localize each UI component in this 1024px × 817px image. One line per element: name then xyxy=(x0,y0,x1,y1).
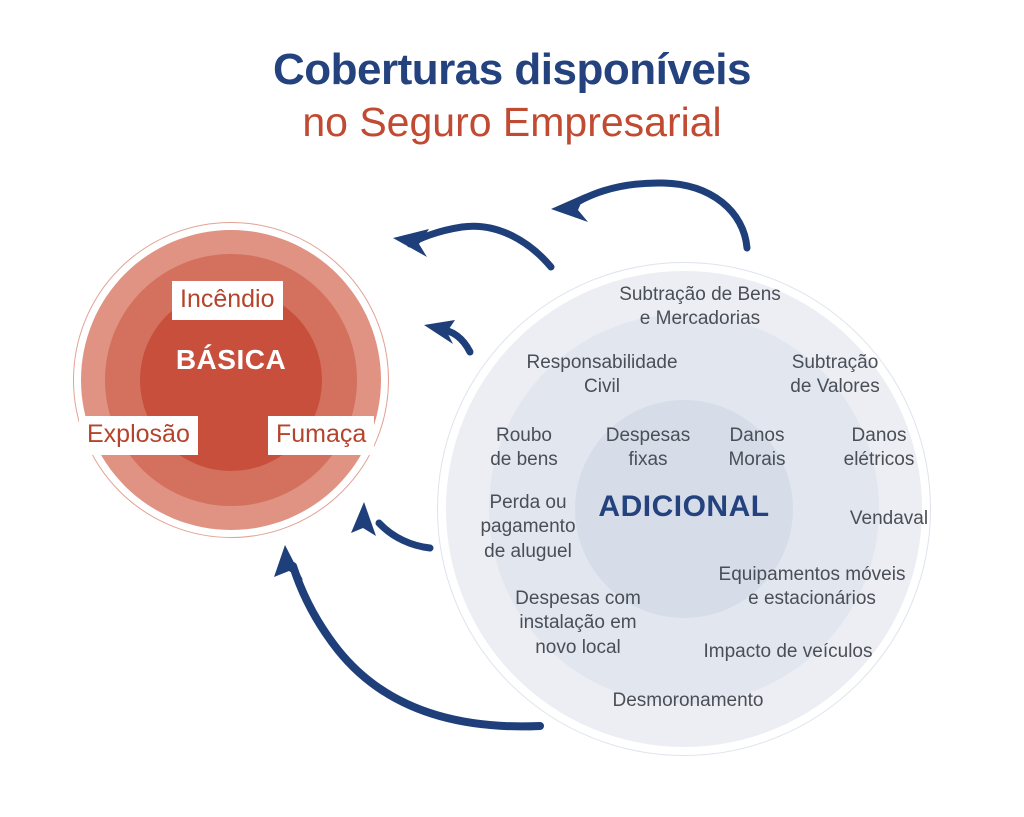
adicional-outline-ring xyxy=(437,262,931,756)
title-sub-line: no Seguro Empresarial xyxy=(302,98,722,145)
basica-coverage-fumaca: Fumaça xyxy=(268,416,375,455)
adicional-coverage-perda-aluguel: Perda ou pagamento de aluguel xyxy=(480,492,576,562)
adicional-coverage-danos-eletricos: Danos elétricos xyxy=(843,425,915,471)
basica-outline-ring xyxy=(73,222,389,538)
adicional-coverage-danos-morais: Danos Morais xyxy=(728,425,786,471)
adicional-coverage-desmoronamento: Desmoronamento xyxy=(612,690,764,711)
page-title: Coberturas disponíveis no Seguro Empresa… xyxy=(0,44,1024,146)
adicional-ring-inner xyxy=(575,400,793,618)
adicional-coverage-despesas-fixas: Despesas fixas xyxy=(605,425,691,471)
adicional-coverage-subtracao-bens: Subtração de Bens e Mercadorias xyxy=(619,284,781,330)
adicional-coverage-roubo-de-bens: Roubo de bens xyxy=(490,425,558,471)
basica-coverage-explosao: Explosão xyxy=(79,416,198,455)
adicional-coverage-vendaval: Vendaval xyxy=(849,508,929,529)
adicional-coverage-responsabilidade-civil: Responsabilidade Civil xyxy=(526,352,678,398)
adicional-coverage-equipamentos-moveis: Equipamentos móveis e estacionários xyxy=(718,564,906,610)
basica-coverage-incendio: Incêndio xyxy=(172,281,283,320)
basica-center-label: BÁSICA xyxy=(175,344,287,375)
adicional-coverage-impacto-veiculos: Impacto de veículos xyxy=(703,641,873,662)
adicional-coverage-despesas-instalacao: Despesas com instalação em novo local xyxy=(515,588,641,658)
title-main-line: Coberturas disponíveis xyxy=(272,45,752,94)
adicional-center-label: ADICIONAL xyxy=(598,490,770,523)
adicional-coverage-subtracao-valores: Subtração de Valores xyxy=(790,352,880,398)
